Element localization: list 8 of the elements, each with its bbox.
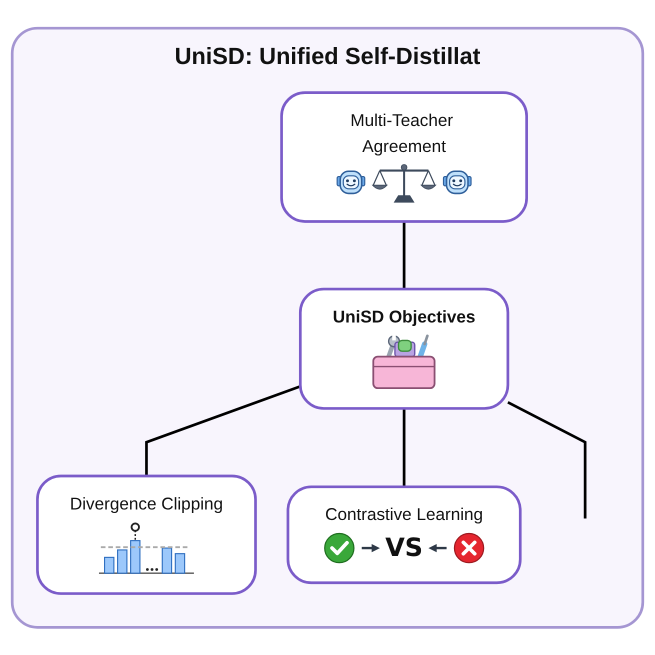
connector xyxy=(402,408,406,487)
node-box: UniSD Objectives xyxy=(298,287,510,410)
node-box: Multi-Teacher Agreement xyxy=(280,91,528,223)
connector xyxy=(145,384,301,476)
connector xyxy=(507,400,586,518)
versus-label: VS xyxy=(385,532,423,562)
node-box: Divergence Clipping xyxy=(36,474,257,595)
connector xyxy=(402,221,406,289)
